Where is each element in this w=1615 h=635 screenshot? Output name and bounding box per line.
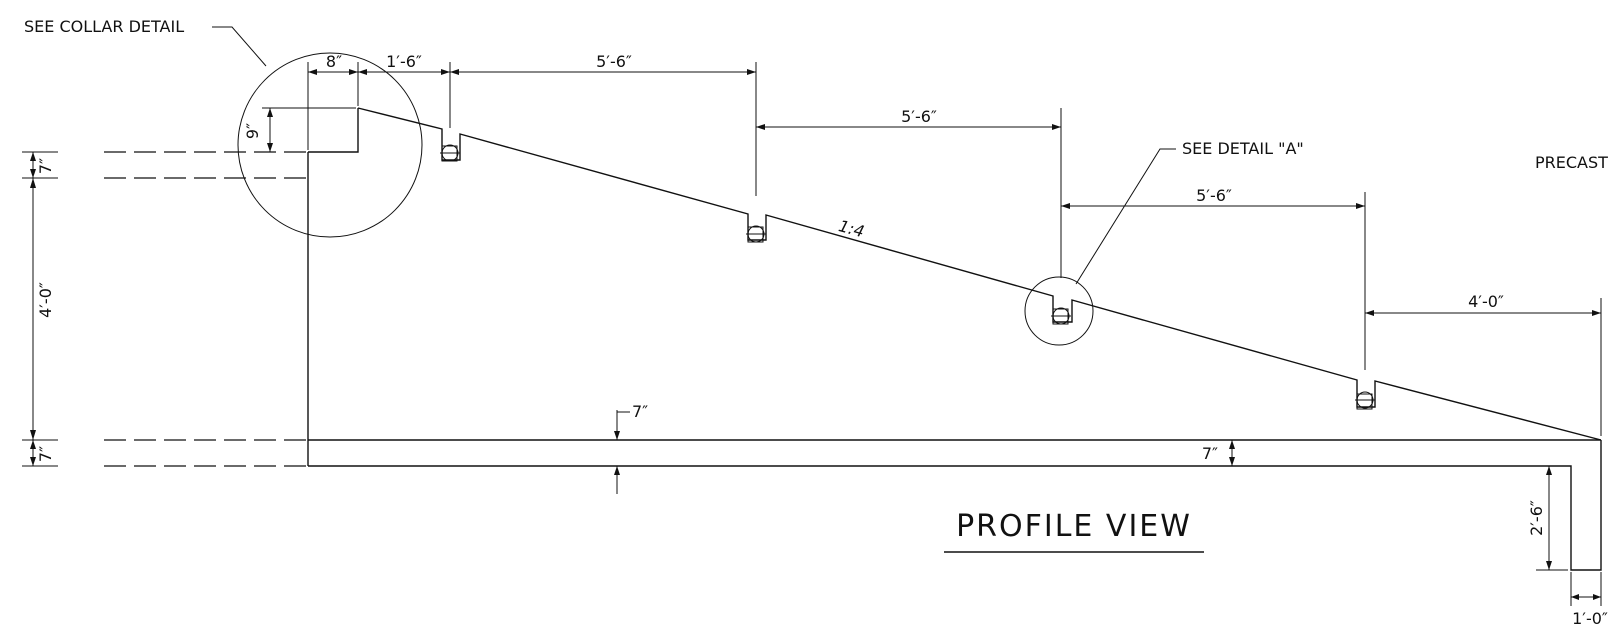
drawing-title-text: PROFILE VIEW bbox=[956, 509, 1192, 544]
dim-toe-depth: 2′-6″ bbox=[1527, 465, 1568, 571]
dim-bottom-slab: 7″ bbox=[30, 440, 55, 466]
drain-pipe-4 bbox=[1355, 391, 1375, 410]
drain-pipe-2 bbox=[746, 225, 766, 243]
drawing-title: PROFILE VIEW bbox=[944, 509, 1204, 553]
collar-callout-label: SEE COLLAR DETAIL bbox=[24, 17, 184, 36]
detail-a-callout-label: SEE DETAIL "A" bbox=[1182, 139, 1304, 158]
slope-label: 1:4 bbox=[837, 216, 867, 241]
dim-first-spacing-label: 1′-6″ bbox=[386, 52, 422, 71]
dim-toe-width-label: 1′-0″ bbox=[1572, 609, 1608, 628]
dim-top-slab: 7″ bbox=[30, 152, 55, 178]
dim-bottom-slab-label: 7″ bbox=[36, 446, 55, 462]
dim-end-spacing-label: 4′-0″ bbox=[1468, 292, 1504, 311]
dim-spacing-2-label: 5′-6″ bbox=[901, 107, 937, 126]
precast-label: PRECAST bbox=[1535, 153, 1608, 172]
dim-top-slab-label: 7″ bbox=[36, 158, 55, 174]
detail-a-circle bbox=[1024, 276, 1094, 346]
dim-slab-thickness: 7″ bbox=[614, 402, 648, 494]
dim-collar-width-label: 8″ bbox=[326, 52, 342, 71]
dim-slab-inner: 7″ bbox=[1202, 440, 1235, 466]
drain-pipe-3 bbox=[1051, 307, 1071, 325]
dim-collar-height: 9″ bbox=[243, 107, 356, 152]
dim-toe-depth-label: 2′-6″ bbox=[1527, 500, 1546, 536]
drain-pipe-1 bbox=[440, 144, 460, 162]
dim-toe-width: 1′-0″ bbox=[1570, 572, 1608, 628]
dim-collar-height-label: 9″ bbox=[243, 123, 262, 139]
collar-callout: SEE COLLAR DETAIL bbox=[24, 17, 267, 67]
dim-spacing-2: 5′-6″ bbox=[756, 107, 1062, 278]
detail-a-callout: SEE DETAIL "A" bbox=[1075, 139, 1304, 285]
collar-detail-circle bbox=[237, 52, 423, 238]
dim-height-label: 4′-0″ bbox=[36, 282, 55, 318]
dim-slab-thickness-label: 7″ bbox=[632, 402, 648, 421]
left-extension-lines bbox=[22, 151, 306, 467]
dim-spacing-1-label: 5′-6″ bbox=[596, 52, 632, 71]
dim-height: 4′-0″ bbox=[30, 178, 55, 440]
dim-top-row: 8″ 1′-6″ 5′-6″ bbox=[307, 52, 757, 196]
dim-spacing-3-label: 5′-6″ bbox=[1196, 186, 1232, 205]
dim-slab-inner-label: 7″ bbox=[1202, 444, 1218, 463]
dim-spacing-3: 5′-6″ bbox=[1061, 186, 1366, 370]
structure-outline bbox=[307, 107, 1602, 571]
dim-end-spacing: 4′-0″ bbox=[1365, 292, 1602, 436]
